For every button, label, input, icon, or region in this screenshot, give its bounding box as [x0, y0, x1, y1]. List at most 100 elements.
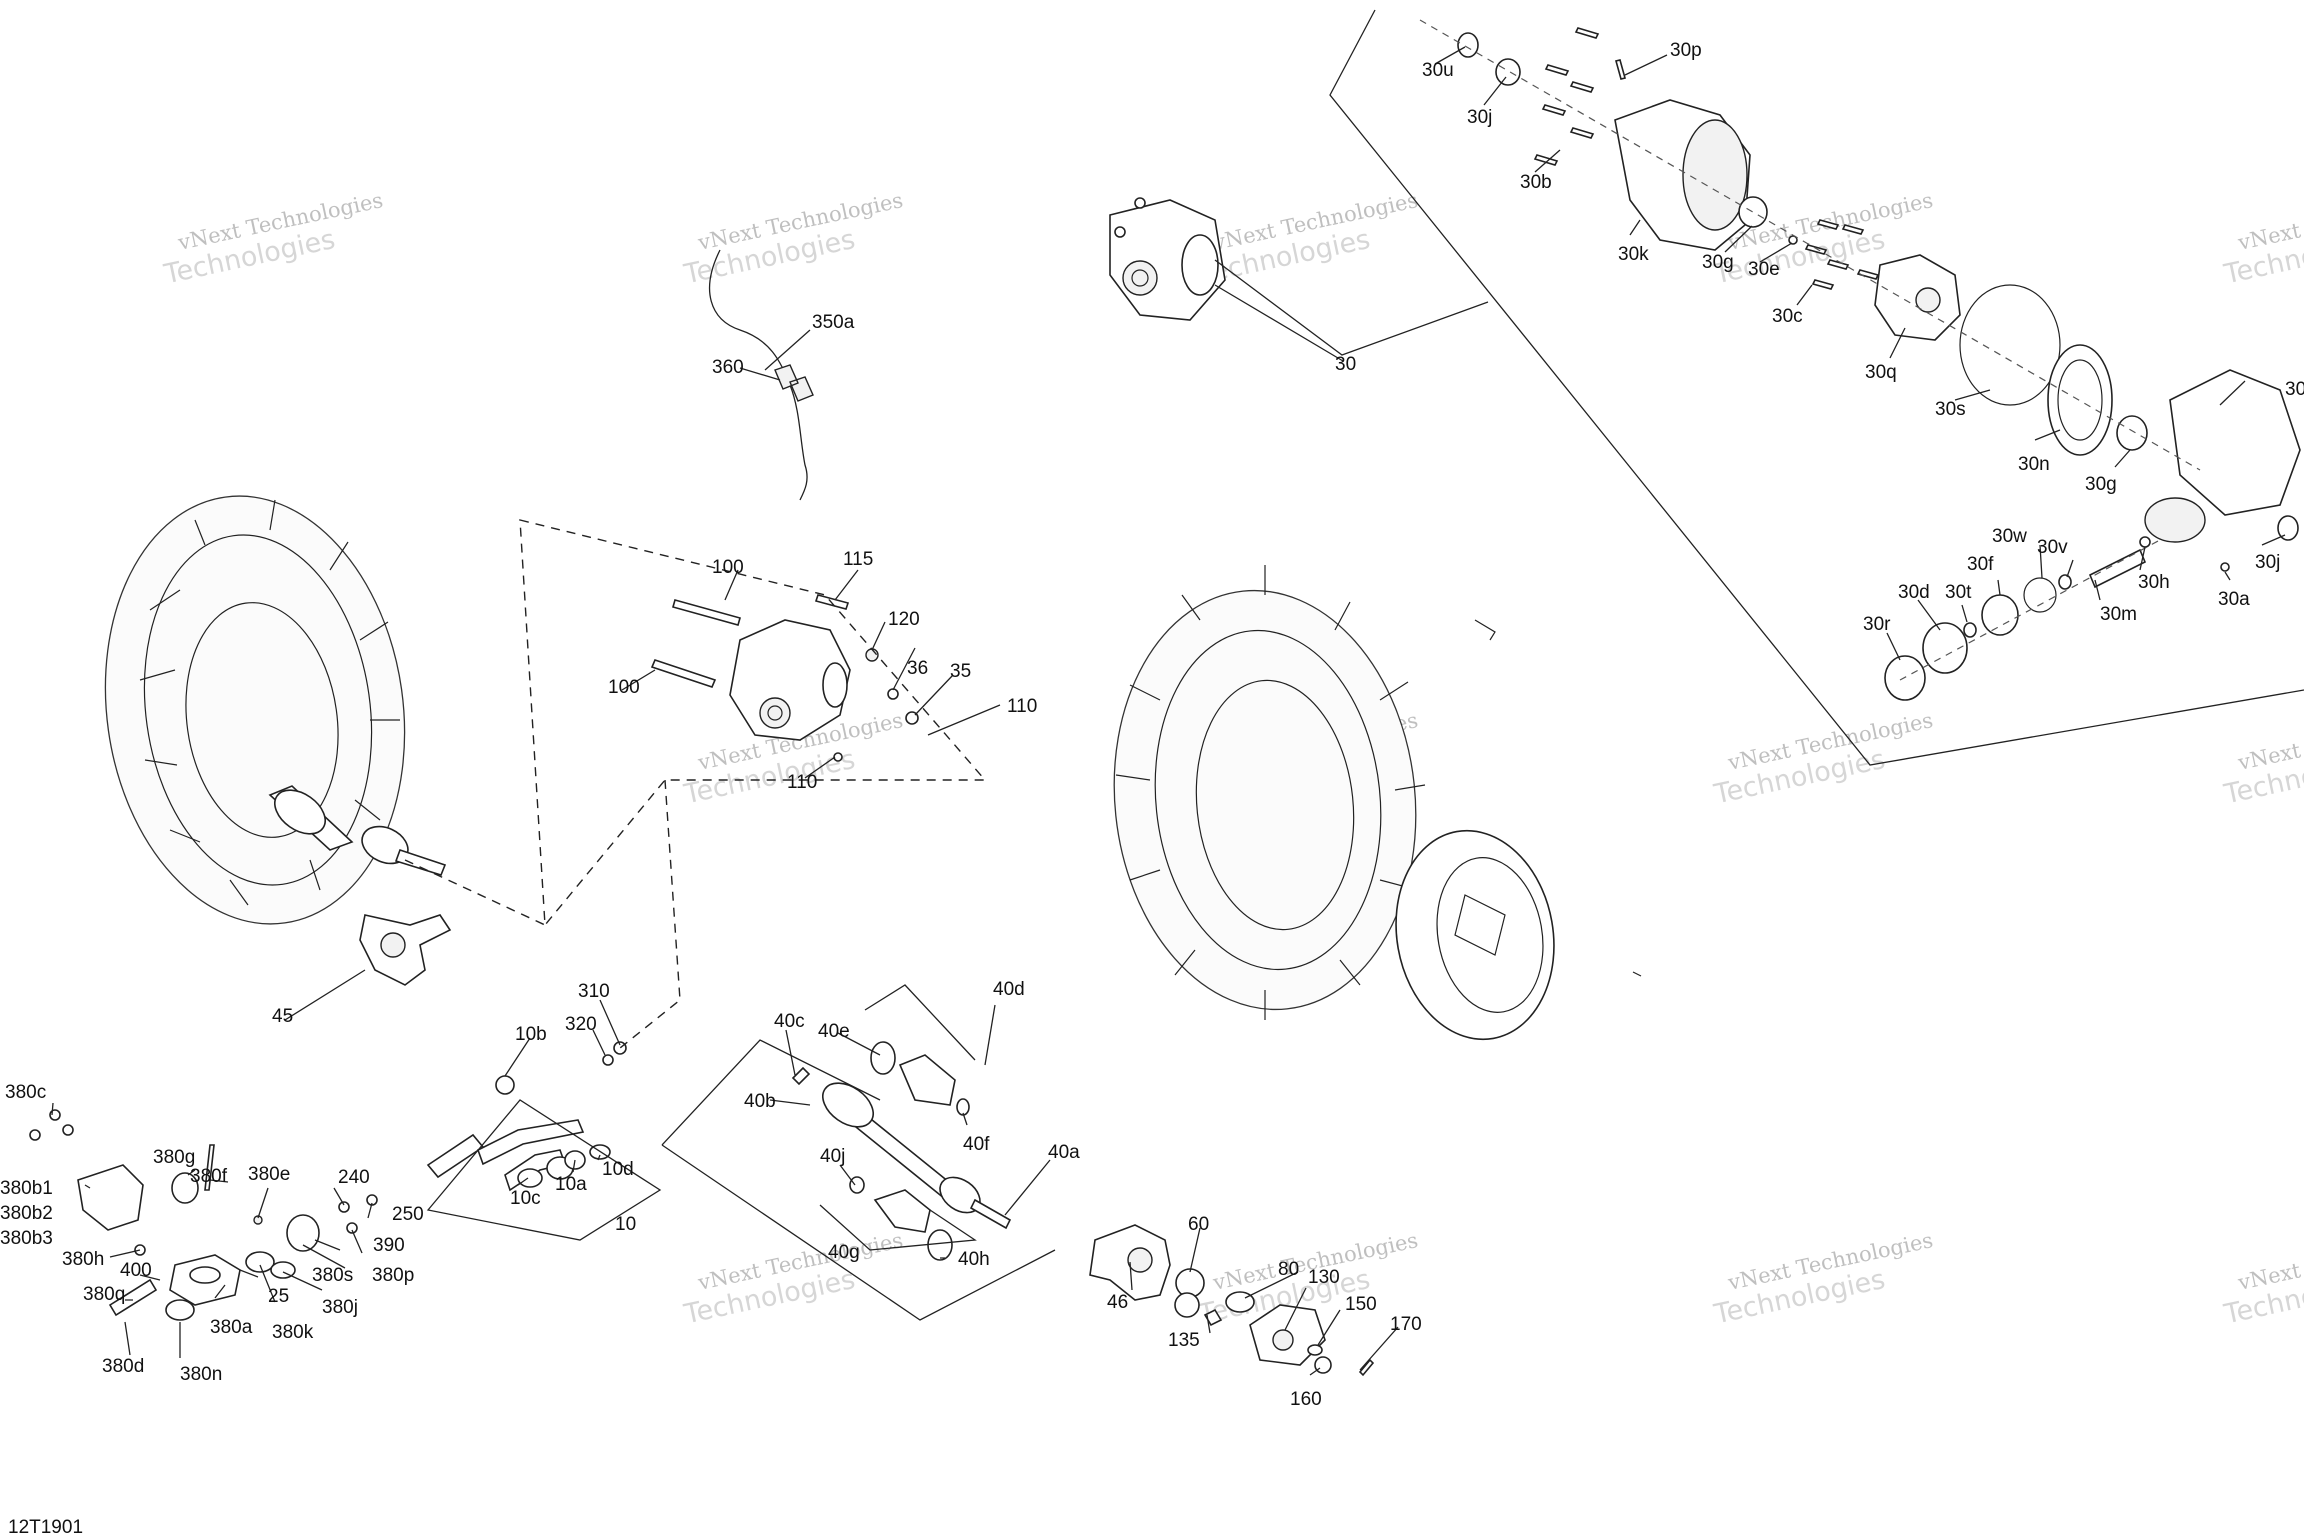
left-tire-assembly	[104, 495, 447, 925]
callout-115: 115	[843, 549, 873, 570]
callout-380b3: 380b3	[0, 1228, 53, 1249]
watermark: vNext Technologies Technologies	[1711, 1228, 1935, 1331]
callout-30a: 30a	[2218, 589, 2250, 610]
callout-380b1: 380b1	[0, 1178, 53, 1199]
center-gearbox	[650, 594, 919, 762]
housing-30	[2169, 369, 2301, 516]
seal-30u	[1457, 32, 1479, 58]
cotter-pin-170	[1358, 1358, 1375, 1377]
callout-40d: 40d	[993, 979, 1025, 1000]
callout-40e: 40e	[818, 1021, 850, 1042]
callout-46: 46	[1107, 1292, 1128, 1313]
callout-36: 36	[907, 658, 928, 679]
group-10-box	[426, 1099, 662, 1241]
differential-cover	[1181, 234, 1219, 296]
clamp-40f	[956, 1098, 970, 1116]
group-40d-lead	[864, 984, 976, 1061]
drive-axle-assembly	[791, 1041, 1012, 1261]
callout-30n: 30n	[2018, 454, 2050, 475]
left-tire-tread-inner	[143, 534, 373, 886]
pinion-30m	[2088, 548, 2147, 589]
rod-380f	[204, 1144, 215, 1191]
callout-380s: 380s	[312, 1265, 353, 1286]
callout-45: 45	[272, 1006, 293, 1027]
group-40g-box	[819, 1204, 977, 1251]
seal-380g	[171, 1172, 199, 1204]
detail-boundary	[1329, 9, 2304, 766]
callout-30b: 30b	[1520, 172, 1552, 193]
group-40-lower	[661, 1144, 1056, 1321]
callout-30u: 30u	[1422, 60, 1454, 81]
front-differential-small-view	[1109, 197, 1226, 321]
callout-150: 150	[1345, 1294, 1377, 1315]
callout-380h: 380h	[62, 1249, 104, 1270]
group-boundaries	[404, 9, 2304, 1321]
screw-380c	[29, 1129, 41, 1141]
callout-30-lead	[1214, 259, 1489, 356]
washer-30v	[2058, 574, 2072, 590]
callout-100-lower: 100	[608, 677, 640, 698]
bearing-30g	[1738, 196, 1768, 228]
bolt-320	[602, 1054, 614, 1066]
plug-30a	[2220, 562, 2230, 572]
gearbox-cover	[822, 662, 848, 708]
assembly-axis-lower	[1899, 539, 2161, 681]
ring-gear-inner	[2057, 359, 2103, 441]
small-clips	[1474, 619, 1642, 977]
differential-bolt	[1134, 197, 1146, 209]
shaft-380q	[108, 1278, 158, 1317]
callout-40f: 40f	[963, 1134, 990, 1155]
misc-leaders	[284, 969, 1399, 1376]
callout-30r: 30r	[1863, 614, 1891, 635]
caliper-380b	[77, 1164, 144, 1231]
housing-port	[2144, 497, 2206, 543]
bolt-240	[338, 1201, 350, 1213]
right-tire-tread-inner	[1154, 629, 1382, 971]
callout-40a: 40a	[1048, 1142, 1080, 1163]
nut-30h	[2139, 536, 2151, 548]
knuckle-bore	[380, 932, 406, 958]
hub-center	[1272, 1329, 1294, 1351]
callout-40b: 40b	[744, 1091, 776, 1112]
bolt-100-upper	[672, 599, 741, 626]
screw-380c	[49, 1109, 61, 1121]
callout-380g: 380g	[153, 1147, 195, 1168]
callout-40j: 40j	[820, 1146, 845, 1167]
gearbox-port-inner	[767, 705, 783, 721]
callout-30w: 30w	[1992, 526, 2027, 547]
callout-380p: 380p	[372, 1265, 414, 1286]
differential-output-port	[1122, 260, 1158, 296]
stud-135	[1203, 1308, 1223, 1327]
watermark: vNext Technologies Technologies	[2221, 708, 2304, 811]
callout-25: 25	[268, 1286, 289, 1307]
callout-10: 10	[615, 1214, 636, 1235]
axle-spline-40a	[969, 1198, 1012, 1230]
callout-240: 240	[338, 1167, 370, 1188]
callout-380n: 380n	[180, 1364, 222, 1385]
axle-leaders	[769, 1004, 1051, 1259]
callout-30f: 30f	[1967, 554, 1994, 575]
right-tire-lugs	[1115, 565, 1426, 1020]
callout-60: 60	[1188, 1214, 1209, 1235]
ring-380j	[270, 1261, 296, 1279]
callout-10b: 10b	[515, 1024, 547, 1045]
housing-flange	[1682, 119, 1748, 231]
group-40-upper	[661, 1039, 881, 1146]
callout-30j: 30j	[1467, 107, 1492, 128]
callout-30m: 30m	[2100, 604, 2137, 625]
o-ring-30s	[1959, 284, 2061, 406]
differential-port-inner	[1131, 269, 1149, 287]
yoke-left	[426, 1133, 485, 1179]
callout-380d: 380d	[102, 1356, 144, 1377]
callout-120: 120	[888, 609, 920, 630]
callout-135: 135	[1168, 1330, 1200, 1351]
watermark: vNext Technologies Technologies	[161, 188, 385, 291]
gear-380n	[165, 1299, 195, 1321]
boot-40g	[873, 1189, 931, 1233]
driveshaft-dashed-link	[619, 779, 681, 1049]
callout-30p: 30p	[1670, 40, 1702, 61]
clamp-40h	[927, 1229, 953, 1261]
left-axle-spline	[394, 848, 447, 876]
bearing-380p	[286, 1214, 320, 1252]
